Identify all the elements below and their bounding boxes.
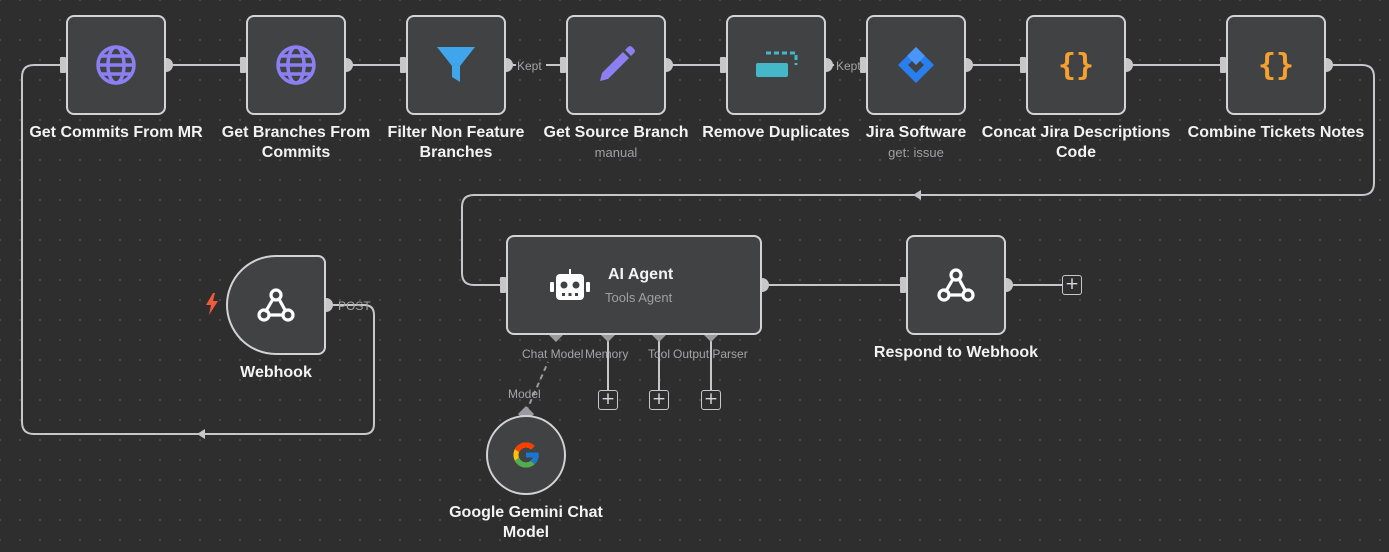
svg-text:{}: {}	[1258, 48, 1294, 83]
node-get-source-branch-label: Get Source Branch	[543, 124, 689, 141]
node-concat-jira[interactable]: {}	[1026, 15, 1126, 115]
node-combine-tickets[interactable]: {}	[1226, 15, 1326, 115]
node-get-commits[interactable]	[66, 15, 166, 115]
dedupe-kept-label: Kept	[836, 59, 861, 73]
braces-icon: {}	[1058, 48, 1094, 83]
node-get-branches-label: Get Branches From Commits	[221, 124, 371, 161]
dedupe-icon	[756, 51, 798, 77]
ai-agent-title: AI Agent	[608, 266, 674, 283]
node-concat-jira-label: Concat Jira Descriptions Code	[981, 124, 1171, 161]
pencil-icon	[600, 46, 635, 81]
braces-icon: {}	[1258, 48, 1294, 83]
agent-port-output-parser: Output Parser	[673, 347, 748, 361]
globe-icon	[96, 45, 136, 85]
filter-kept-label: Kept	[517, 59, 542, 73]
node-jira[interactable]	[866, 15, 966, 115]
node-gemini-label: Google Gemini Chat Model	[449, 504, 603, 541]
node-combine-tickets-label: Combine Tickets Notes	[1187, 124, 1365, 141]
add-tool-button[interactable]: +	[649, 390, 669, 410]
node-jira-subtitle: get: issue	[888, 145, 944, 160]
robot-icon	[550, 269, 590, 300]
add-node-after-respond-button[interactable]: +	[1062, 275, 1082, 295]
node-filter-branches-label: Filter Non Feature Branches	[387, 124, 525, 161]
node-get-commits-label: Get Commits From MR	[29, 124, 203, 141]
node-jira-label: Jira Software	[865, 124, 967, 141]
node-ai-agent[interactable]: AI Agent Tools Agent	[506, 235, 762, 335]
globe-icon	[276, 45, 316, 85]
node-get-source-branch[interactable]	[566, 15, 666, 115]
node-respond-webhook-label: Respond to Webhook	[873, 344, 1039, 361]
node-respond-webhook[interactable]	[906, 235, 1006, 335]
node-webhook-label: Webhook	[240, 364, 312, 381]
lightning-icon	[206, 293, 218, 315]
node-webhook[interactable]	[226, 255, 326, 355]
node-remove-duplicates-label: Remove Duplicates	[702, 124, 850, 141]
add-memory-button[interactable]: +	[598, 390, 618, 410]
node-gemini[interactable]	[486, 415, 566, 495]
node-remove-duplicates[interactable]	[726, 15, 826, 115]
google-icon	[513, 442, 539, 468]
add-output-parser-button[interactable]: +	[701, 390, 721, 410]
ai-agent-subtitle: Tools Agent	[605, 290, 673, 305]
node-get-source-branch-subtitle: manual	[594, 145, 638, 160]
agent-port-tool: Tool	[648, 347, 671, 361]
connection-gemini-agent	[525, 361, 549, 413]
svg-text:{}: {}	[1058, 48, 1094, 83]
jira-icon	[898, 47, 934, 83]
webhook-post-label: POST	[338, 299, 371, 313]
node-get-branches[interactable]	[246, 15, 346, 115]
gemini-model-label: Model	[508, 387, 541, 401]
node-filter-branches[interactable]	[406, 15, 506, 115]
webhook-icon	[937, 268, 975, 302]
agent-port-memory: Memory	[585, 347, 629, 361]
funnel-icon	[437, 47, 475, 82]
agent-port-chat-model: Chat Model	[522, 347, 584, 361]
webhook-icon	[257, 288, 295, 322]
